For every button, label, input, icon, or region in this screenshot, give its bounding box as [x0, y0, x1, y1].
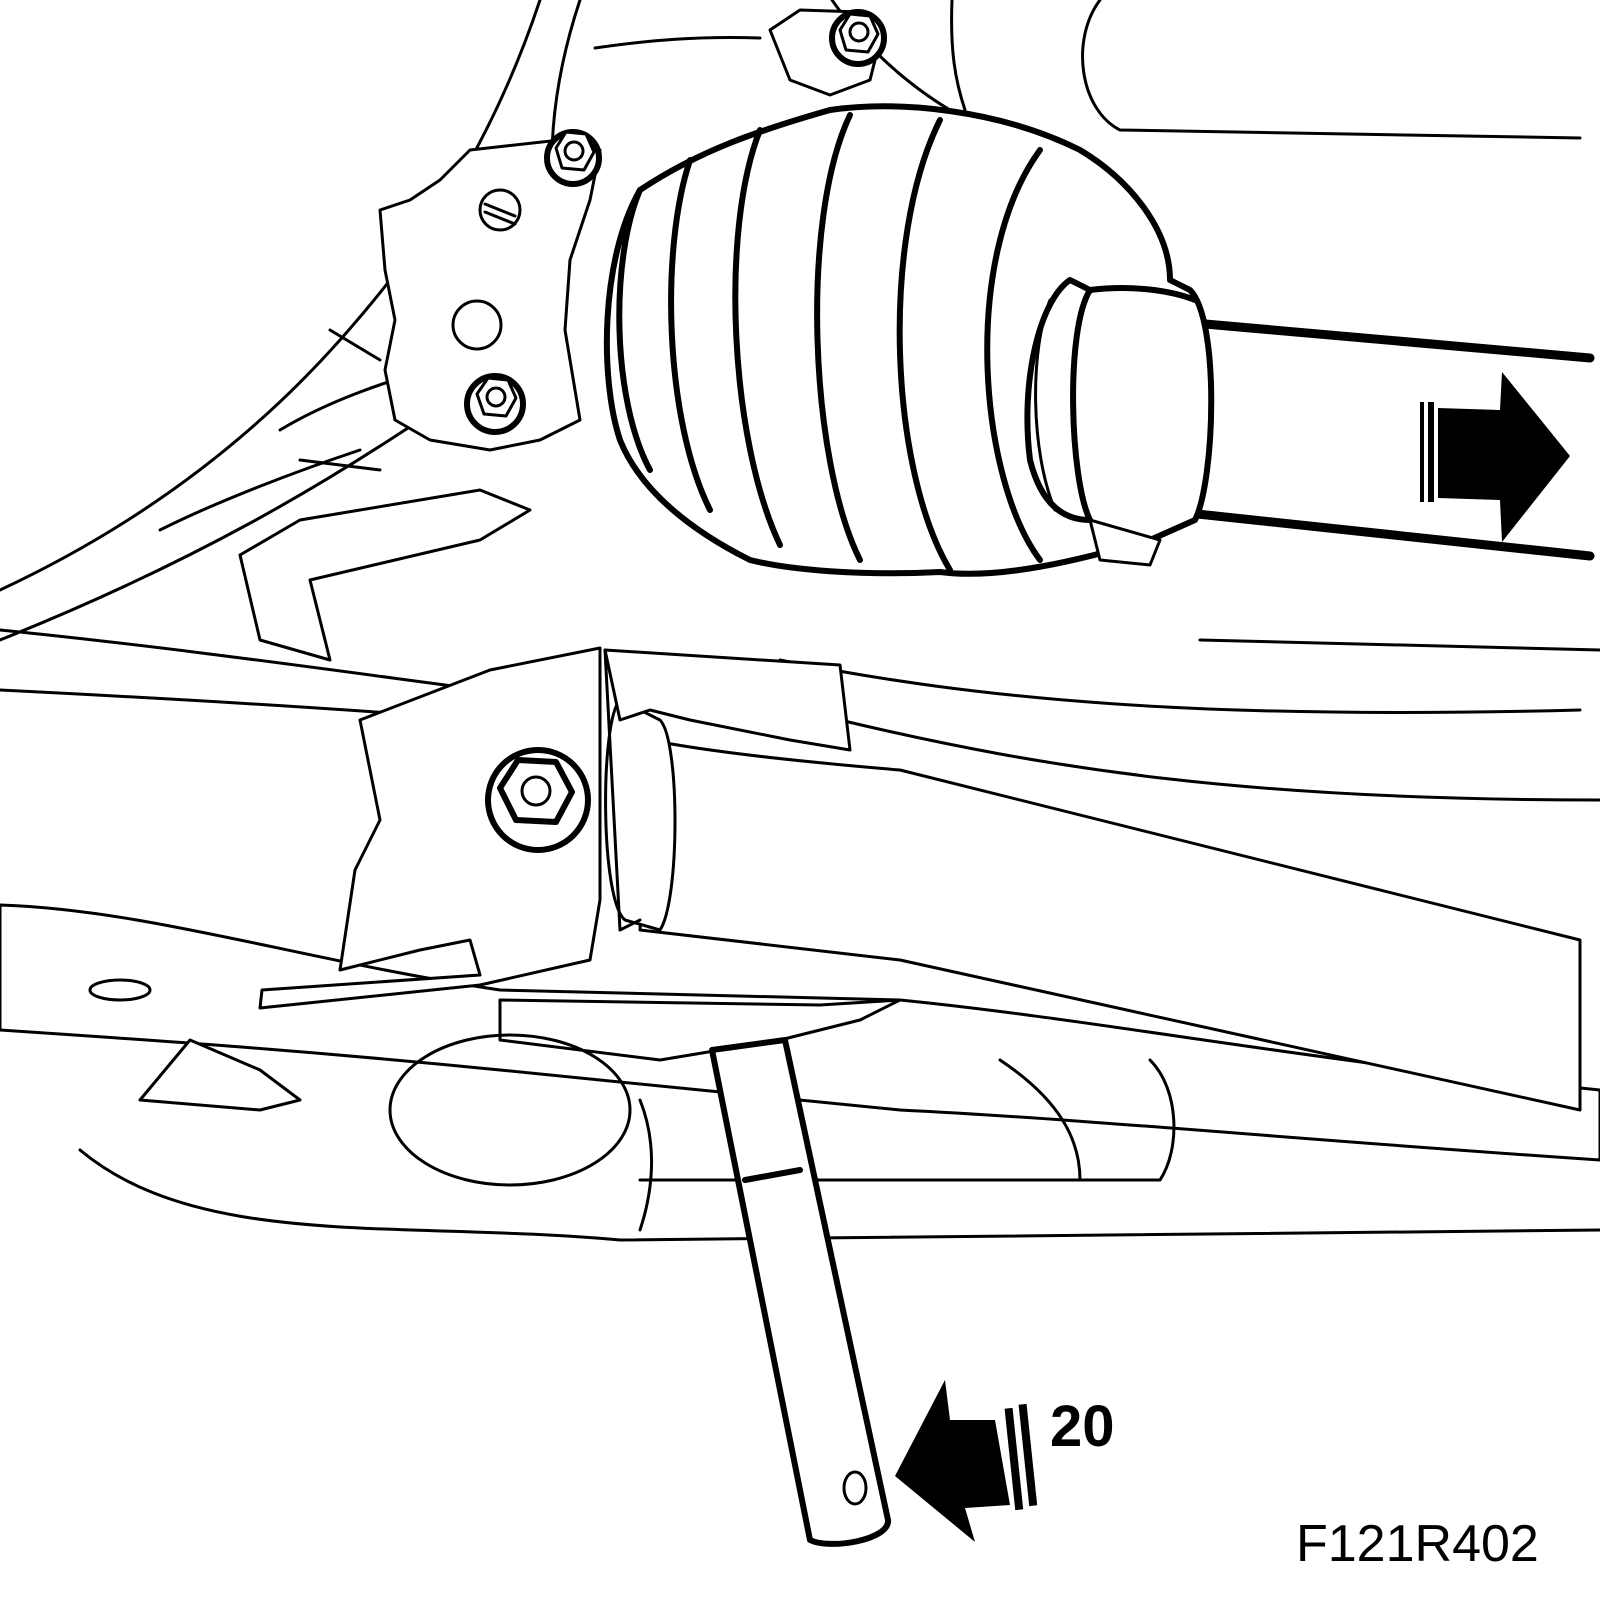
callout-number: 20: [1050, 1394, 1115, 1459]
bolt-icon: [464, 373, 526, 435]
clamp-bracket: [258, 646, 902, 1062]
bolt-icon: [768, 8, 887, 97]
lower-housing: [78, 1033, 1600, 1242]
figure-id: F121R402: [1296, 1515, 1539, 1573]
arrow-left-icon: [895, 1380, 1038, 1542]
body-outline: [0, 0, 1582, 642]
bolt-icon: [478, 188, 522, 232]
mounting-bracket: [378, 138, 602, 452]
special-tool-rod: [709, 1037, 891, 1547]
bolt-icon: [485, 747, 591, 853]
bolt-icon: [544, 129, 602, 187]
cv-joint-boot: [603, 103, 1215, 577]
control-arm: [238, 488, 1582, 1112]
arrow-right-icon: [1420, 372, 1570, 542]
